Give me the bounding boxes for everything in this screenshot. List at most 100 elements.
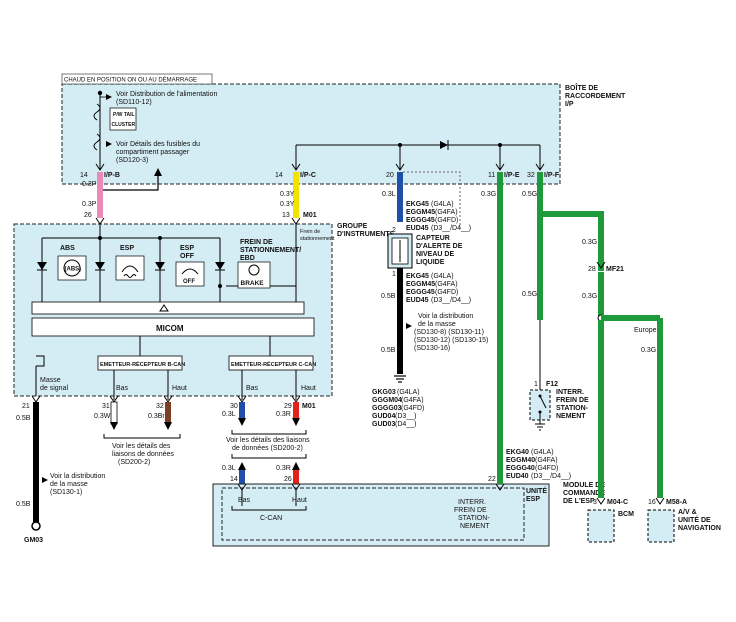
pin26-chevron — [95, 217, 105, 225]
wire-green-av — [657, 318, 663, 498]
av-module — [647, 509, 675, 543]
pink-branch-wire — [103, 172, 159, 191]
esp-c-can: C-CAN — [260, 515, 282, 522]
conn-m58a: M58-A — [666, 499, 687, 506]
switch-ground-icon — [535, 423, 545, 431]
ground-mid-icon — [394, 375, 406, 383]
transceiver-leads — [113, 370, 297, 400]
power-note-2: (SD110-12) — [116, 99, 152, 106]
sensor-top-code-3: EGGG45 — [406, 217, 435, 224]
ground-mid-note-3: (SD130-8) (SD130-11) — [414, 329, 484, 336]
wire-03g-a: 0.3G — [582, 239, 597, 246]
wire-03l-c: 0.3L — [222, 465, 236, 472]
banner: CHAUD EN POSITION ON OU AU DÉMARRAGE — [64, 77, 197, 84]
wire-03p-b: 0.3P — [82, 201, 97, 208]
pin-b3: 3 — [593, 499, 597, 506]
ccan-bas: Bas — [246, 385, 259, 392]
conn-ipf: I/P-F — [544, 172, 560, 179]
av-label-3: NAVIGATION — [678, 525, 721, 532]
sensor-name-3: NIVEAU DE — [416, 251, 454, 258]
can-b-note-2: liaisons de données — [112, 451, 174, 458]
fuse-note-3: (SD120-3) — [116, 157, 148, 164]
switch-blade — [539, 395, 547, 409]
indicator-esp-off-2: OFF — [180, 253, 195, 260]
esp-module-box — [221, 487, 525, 541]
wire-red-ccan-upper — [293, 402, 299, 420]
pin-32: 32 — [156, 403, 164, 410]
wire-03r: 0.3R — [276, 411, 291, 418]
esp-code-2: EGGM40 — [506, 457, 535, 464]
conn-ipc: I/P-C — [300, 172, 316, 179]
frein-stat-1: Frein de — [300, 229, 320, 235]
av-chevron — [655, 497, 665, 505]
sensor-bot-code-1: EKG45 — [406, 273, 429, 280]
micom-label: MICOM — [156, 324, 184, 333]
ground-code-1: GKG03 — [372, 389, 396, 396]
fuse-note-arrow — [106, 141, 112, 147]
conn-f12: F12 — [546, 381, 558, 388]
junction-box-title-2: RACCORDEMENT — [565, 93, 626, 100]
esp-var-3: (G4FD) — [535, 465, 558, 472]
esp-can-leads — [237, 483, 301, 506]
indicator-brake-2: STATIONNEMENT/ — [240, 247, 301, 254]
ground-mid-note-2: de la masse — [418, 321, 456, 328]
wire-05b-a: 0.5B — [381, 293, 396, 300]
wire-blue-sensor — [397, 172, 403, 222]
pin-e26: 26 — [284, 476, 292, 483]
wire-05b-l2: 0.5B — [16, 501, 31, 508]
ground-var-2: (G4FA) — [401, 397, 424, 404]
ccan-haut-arrow-up — [292, 462, 300, 470]
sensor-top-var-1: (G4LA) — [431, 201, 454, 208]
ground-code-5: GUD03 — [372, 421, 395, 428]
ccan-transceiver-label: EMETTEUR-RÉCEPTEUR C-CAN — [231, 360, 316, 368]
bcm-label: BCM — [618, 511, 634, 518]
sensor-bot-var-1: (G4LA) — [431, 273, 454, 280]
abs-lamp-icon — [63, 259, 81, 277]
esp-var-4: (D3__/D4__) — [531, 473, 571, 480]
pin-s2: 2 — [392, 227, 396, 234]
av-label-2: UNITÉ DE — [678, 515, 711, 524]
wire-03br: 0.3Br — [148, 413, 165, 420]
esp-var-1: (G4LA) — [531, 449, 554, 456]
bcan-haut-arrow — [164, 422, 172, 430]
esp-off-icon-text: OFF — [183, 279, 195, 285]
can-c-note-1: Voir les détails des liaisons — [226, 437, 310, 444]
indicator-abs: ABS — [60, 245, 75, 252]
wire-green-esp — [497, 172, 503, 484]
wire-03g-e: 0.3G — [481, 191, 496, 198]
conn-m01-bottom: M01 — [302, 403, 316, 410]
can-b-note-3: (SD200-2) — [118, 459, 150, 466]
pin-ip20: 20 — [386, 172, 394, 179]
pin-31: 31 — [102, 403, 110, 410]
esp-var-2: (G4FA) — [535, 457, 558, 464]
cluster-title-1: GROUPE — [337, 223, 368, 230]
wire-black-mid — [397, 268, 403, 374]
wire-03l-a: 0.3L — [382, 191, 396, 198]
wire-03y-a: 0.3Y — [280, 191, 295, 198]
ground-mid-note-1: Voir la distribution — [418, 313, 473, 320]
masse-signal-2: de signal — [40, 385, 68, 392]
indicator-brake-1: FREIN DE — [240, 239, 273, 246]
wire-blue-ccan-upper — [239, 402, 245, 420]
esp-unit-box — [212, 483, 550, 547]
ground-gm03-label: GM03 — [24, 537, 43, 544]
junction-box — [61, 83, 561, 185]
sensor-bot-code-4: EUD45 — [406, 297, 429, 304]
indicator-esp: ESP — [120, 245, 134, 252]
esp-skid-icon — [121, 265, 139, 278]
bcan-haut: Haut — [172, 385, 187, 392]
wire-green-mf21-upper — [598, 211, 604, 271]
esp-park-int-4: NEMENT — [460, 523, 490, 530]
wire-03p-a: 0.3P — [82, 181, 97, 188]
sensor-bot-var-2: (G4FA) — [435, 281, 458, 288]
abs-icon-text: (ABS) — [65, 267, 82, 273]
bcan-bracket — [103, 434, 181, 439]
bcm-chevron — [596, 497, 606, 505]
bcan-bas: Bas — [116, 385, 129, 392]
pin-ipe: 11 — [488, 172, 495, 179]
wire-green-bcm — [598, 320, 604, 498]
ground-mid-note-5: (SD130-16) — [414, 345, 450, 352]
wire-green-h1 — [537, 211, 604, 217]
wire-pink — [97, 172, 103, 218]
sensor-top-code-4: EUD45 — [406, 225, 429, 232]
